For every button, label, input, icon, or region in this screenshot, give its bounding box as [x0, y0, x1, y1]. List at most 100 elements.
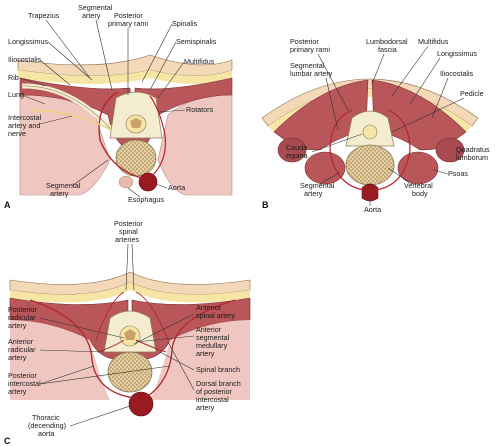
label-rotators: Rotators	[186, 105, 214, 114]
panel-c-pleura-left	[10, 320, 110, 400]
label-posterior-primary-rami: Posterior	[114, 11, 143, 20]
panel-a-esophagus	[118, 175, 134, 189]
label-dorsal-branch: Dorsal branch	[196, 379, 241, 388]
svg-text:artery: artery	[8, 353, 27, 362]
svg-text:artery: artery	[8, 321, 27, 330]
svg-text:intercostal: intercostal	[8, 379, 41, 388]
svg-text:artery: artery	[196, 349, 215, 358]
panel-c-leader-lines	[39, 243, 195, 427]
label-vertebral-body: Vertebral	[404, 181, 433, 190]
svg-text:equina: equina	[286, 151, 308, 160]
svg-text:artery: artery	[82, 11, 101, 20]
label-multifidus: Multifidus	[184, 57, 215, 66]
label-anterior-spinal-artery: Anterior	[196, 303, 222, 312]
label-posterior-radicular-artery: Posterior	[8, 305, 37, 314]
panel-b-vertebral-body	[345, 144, 395, 186]
panel-b-aorta	[361, 183, 379, 202]
label-trapezius: Trapezius	[28, 11, 60, 20]
label-pedicle: Pedicle	[460, 89, 484, 98]
svg-text:arteries: arteries	[115, 235, 139, 244]
panel-b-segmental-artery-left	[329, 109, 365, 191]
svg-text:lumbar artery: lumbar artery	[290, 69, 333, 78]
label-esophagus: Esophagus	[128, 195, 164, 204]
panel-a-segmental-artery-right	[149, 95, 167, 177]
panel-letter-c: C	[4, 436, 11, 446]
svg-text:segmental: segmental	[196, 333, 230, 342]
svg-text:spinal artery: spinal artery	[196, 311, 236, 320]
label-b-multifidus: Multifidus	[418, 37, 449, 46]
label-cauda-equina: Cauda	[286, 143, 307, 152]
label-b-iliocostalis: Iliocostalis	[440, 69, 474, 78]
label-b-segmental-artery: Segmental	[300, 181, 335, 190]
panel-c: Posterior spinal arteries Posterior radi…	[4, 219, 251, 446]
svg-text:artery: artery	[50, 189, 69, 198]
svg-text:lumborum: lumborum	[456, 153, 488, 162]
label-intercostal: Intercostal	[8, 113, 42, 122]
panel-b-segmental-artery-right	[375, 109, 411, 191]
svg-text:medullary: medullary	[196, 341, 228, 350]
svg-text:of posterior: of posterior	[196, 387, 233, 396]
panel-c-vertebral-body	[107, 351, 153, 393]
svg-text:artery: artery	[304, 189, 323, 198]
label-quadratus-lumborum: Quadratus	[456, 145, 490, 154]
svg-text:primary rami: primary rami	[108, 19, 148, 28]
label-aorta-a: Aorta	[168, 183, 185, 192]
svg-text:primary rami: primary rami	[290, 45, 330, 54]
panel-c-posterior-intercostal-left	[29, 299, 135, 399]
label-segmental-lumbar-artery: Segmental	[290, 61, 325, 70]
label-b-aorta: Aorta	[364, 205, 381, 214]
svg-text:spinal: spinal	[119, 227, 138, 236]
panel-c-fat	[10, 282, 250, 303]
label-posterior-spinal-arteries: Posterior	[114, 219, 143, 228]
label-segmental-artery-bottom: Segmental	[46, 181, 81, 190]
panel-a-intercostal-nerve	[29, 109, 113, 131]
svg-text:artery and: artery and	[8, 121, 40, 130]
label-spinal-branch: Spinal branch	[196, 365, 240, 374]
panel-a-vertebral-body	[115, 139, 157, 177]
label-lung: Lung	[8, 90, 24, 99]
panel-b-quadratus-left	[277, 137, 307, 163]
svg-text:(decending): (decending)	[28, 421, 66, 430]
svg-text:artery: artery	[8, 387, 27, 396]
label-b-longissimus: Longissimus	[437, 49, 477, 58]
svg-text:nerve: nerve	[8, 129, 26, 138]
svg-text:aorta: aorta	[38, 429, 54, 438]
label-psoas: Psoas	[448, 169, 468, 178]
panel-a-muscles-left	[19, 77, 136, 151]
label-iliocostalis: Iliocostalis	[8, 55, 42, 64]
label-semispinalis: Semispinalis	[176, 37, 217, 46]
svg-text:fascia: fascia	[378, 45, 397, 54]
svg-text:radicular: radicular	[8, 313, 36, 322]
svg-text:artery: artery	[196, 403, 215, 412]
label-segmental-artery-top: Segmental	[78, 3, 113, 12]
label-rib: Rib	[8, 73, 19, 82]
label-anterior-segmental-medullary-artery: Anterior	[196, 325, 222, 334]
panel-a: Trapezius Segmental artery Posterior pri…	[4, 3, 233, 210]
panel-a-fat	[18, 70, 232, 84]
label-thoracic-aorta: Thoracic	[32, 413, 60, 422]
label-anterior-radicular-artery: Anterior	[8, 337, 34, 346]
panel-b-quadratus-right	[435, 137, 465, 163]
label-lumbodorsal-fascia: Lumbodorsal	[366, 37, 408, 46]
panel-c-radicular-arteries	[97, 339, 167, 353]
panel-a-segmental-artery-left	[98, 91, 143, 179]
panel-letter-b: B	[262, 200, 269, 210]
panel-a-leader-lines	[19, 19, 186, 198]
panel-letter-a: A	[4, 200, 11, 210]
panel-a-aorta	[138, 172, 158, 192]
svg-text:body: body	[412, 189, 428, 198]
panel-c-dorsal-branches	[95, 291, 169, 341]
label-longissimus: Longissimus	[8, 37, 48, 46]
panel-b-psoas-left	[304, 151, 346, 185]
label-posterior-intercostal-artery: Posterior	[8, 371, 37, 380]
panel-b-psoas-right	[397, 151, 439, 185]
label-spinalis: Spinalis	[172, 19, 198, 28]
svg-text:radicular: radicular	[8, 345, 36, 354]
panel-b-cauda-equina	[362, 124, 378, 140]
panel-b: Posterior primary rami Lumbodorsal fasci…	[261, 37, 490, 214]
panel-a-spinal-cord	[130, 118, 142, 128]
svg-text:intercostal: intercostal	[196, 395, 229, 404]
panel-b-leader-lines	[311, 45, 465, 206]
panel-c-thoracic-aorta	[128, 391, 154, 417]
